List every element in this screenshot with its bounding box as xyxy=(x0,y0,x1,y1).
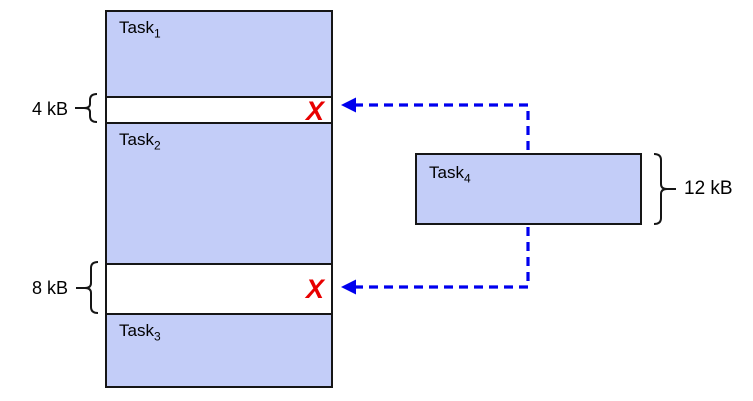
blocked-x-icon: X xyxy=(305,96,324,126)
task4-size-label: 12 kB xyxy=(684,178,733,199)
memory-segment-free-gap-8kb: X xyxy=(107,263,331,313)
memory-segment-task2: Task2 xyxy=(107,122,331,263)
gap2-size-label: 8 kB xyxy=(31,278,68,298)
memory-segment-task1: Task1 xyxy=(107,12,331,96)
arrow-to-8kb-gap xyxy=(341,226,530,295)
memory-column: Task1 X Task2 X Task3 xyxy=(105,10,333,388)
blocked-x-icon: X xyxy=(305,274,324,304)
task1-label: Task1 xyxy=(119,18,161,41)
brace-12kb xyxy=(653,153,676,225)
task3-label: Task3 xyxy=(119,321,161,344)
task2-label: Task2 xyxy=(119,130,161,153)
gap1-size-label: 4 kB xyxy=(31,99,68,119)
arrow-to-4kb-gap xyxy=(341,97,530,152)
brace-8kb xyxy=(76,261,99,314)
memory-segment-free-gap-4kb: X xyxy=(107,96,331,126)
arrowhead-left-icon xyxy=(341,97,356,113)
brace-4kb xyxy=(75,93,98,123)
task4-label: Task4 xyxy=(429,163,471,186)
memory-segment-task3: Task3 xyxy=(107,313,331,386)
arrowhead-left-icon xyxy=(341,279,356,295)
incoming-task4-box: Task4 xyxy=(415,153,642,225)
